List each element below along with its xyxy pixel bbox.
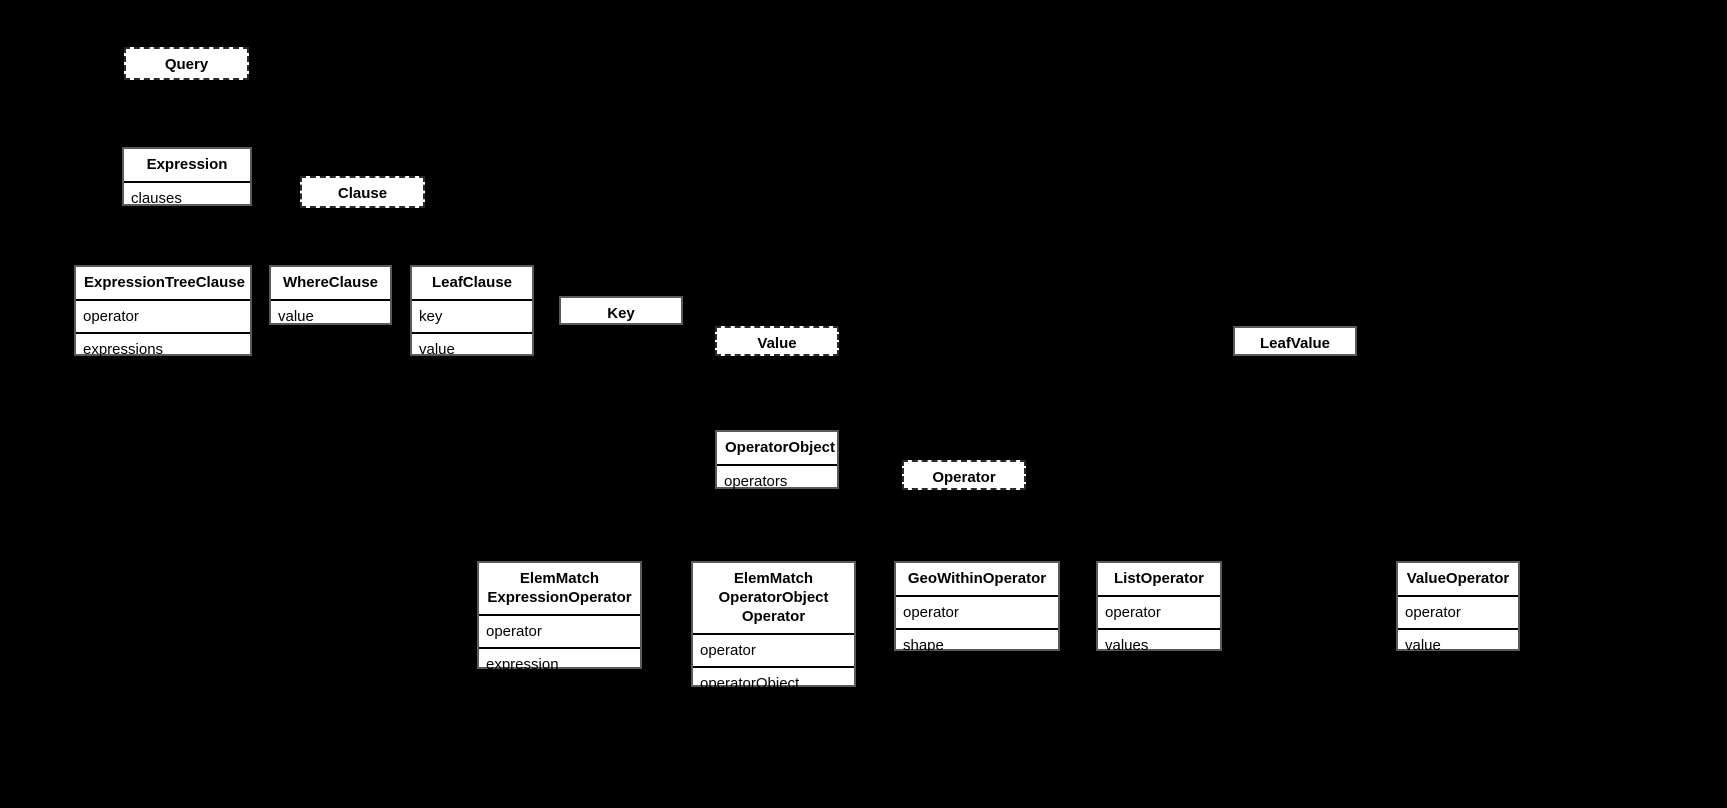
- uml-attribute: operator: [76, 301, 250, 334]
- uml-class-name: WhereClause: [271, 267, 390, 301]
- uml-class-clause[interactable]: Clause: [300, 176, 425, 208]
- uml-attribute: expressions: [83, 341, 164, 358]
- uml-class-name: Clause: [337, 185, 388, 202]
- uml-attribute: values: [1105, 637, 1149, 654]
- uml-attribute: operator: [1398, 597, 1518, 630]
- uml-attribute: key: [412, 301, 532, 334]
- uml-class-operator[interactable]: Operator: [902, 460, 1026, 490]
- uml-class-name: OperatorObject: [717, 432, 837, 466]
- uml-class-operatorobject[interactable]: OperatorObject operators: [715, 430, 839, 490]
- uml-attribute: clauses: [131, 190, 182, 207]
- uml-class-name: Value: [757, 335, 797, 352]
- uml-attribute: value: [278, 308, 314, 325]
- uml-attribute: value: [1405, 637, 1441, 654]
- uml-class-name: ListOperator: [1098, 563, 1220, 597]
- uml-class-name: Operator: [932, 469, 996, 486]
- uml-class-name: Expression: [124, 149, 250, 183]
- uml-attribute: operator: [896, 597, 1058, 630]
- uml-class-name: GeoWithinOperator: [896, 563, 1058, 597]
- uml-class-name: ExpressionTreeClause: [76, 267, 250, 301]
- uml-class-leafvalue[interactable]: LeafValue: [1233, 326, 1357, 356]
- uml-attribute: operators: [724, 473, 788, 490]
- uml-attribute: operator: [1098, 597, 1220, 630]
- uml-class-name: LeafValue: [1259, 335, 1331, 352]
- uml-attribute: operatorObject: [700, 675, 800, 692]
- uml-attribute: operator: [693, 635, 854, 668]
- uml-class-name: Query: [164, 56, 209, 73]
- uml-attribute: shape: [903, 637, 944, 654]
- uml-class-key[interactable]: Key: [559, 296, 683, 325]
- uml-class-name: Key: [607, 305, 635, 322]
- uml-attribute: expression: [486, 656, 559, 673]
- uml-class-name: ValueOperator: [1398, 563, 1518, 597]
- uml-class-query[interactable]: Query: [124, 47, 249, 80]
- uml-class-whereclause[interactable]: WhereClause value: [269, 265, 392, 325]
- uml-class-name: ElemMatch ExpressionOperator: [479, 563, 640, 616]
- uml-attribute: operator: [479, 616, 640, 649]
- uml-attribute: value: [419, 341, 455, 358]
- uml-class-name: ElemMatch OperatorObject Operator: [693, 563, 854, 635]
- uml-class-name: LeafClause: [412, 267, 532, 301]
- uml-class-value[interactable]: Value: [715, 326, 839, 356]
- uml-class-expression[interactable]: Expression clauses: [122, 147, 252, 207]
